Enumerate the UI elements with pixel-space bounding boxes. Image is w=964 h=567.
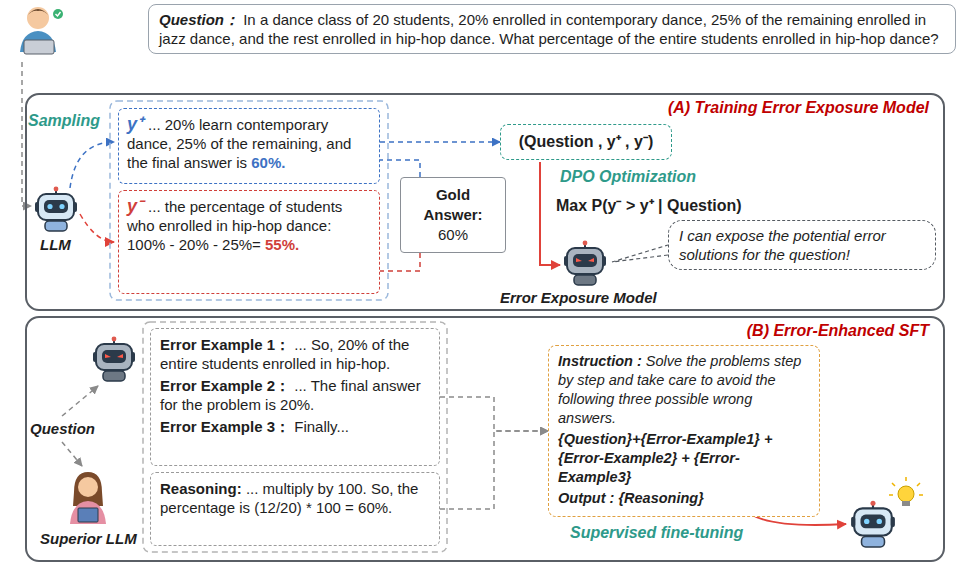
text-line: y⁻... the percentage of students who enr… [127,197,371,254]
superior-llm-icon [78,508,98,522]
text-heading: Error Example 2： [160,377,290,394]
sample-symbol: y⁻ [127,196,143,216]
superior-llm-icon [73,472,103,506]
template-text: {Question}+{Error-Example1} + {Error-Exa… [558,431,772,485]
lightbulb-icon [889,477,923,506]
sample-symbol: y⁺ [127,114,143,134]
lightbulb-icon [902,501,910,506]
text-line: (B) Error-Enhanced SFT [747,322,929,340]
text-line: y⁺... 20% learn contemporary dance, 25% … [127,115,371,172]
sampling-arrows [80,214,114,242]
superior-llm-icon [70,472,106,524]
objective-formula: Max P(y⁻ > y⁺ | Question) [556,194,742,216]
gold-answer-box: Gold Answer: 60% [400,177,506,253]
model-label: Error Exposure Model [500,289,657,306]
text-line: Question：In a dance class of 20 students… [159,10,945,48]
bubble-tail [612,245,668,262]
text-heading: Question： [159,11,239,28]
superior-llm-icon [70,501,106,524]
text-line: (A) Training Error Exposure Model [668,99,929,117]
step-label: Supervised fine-tuning [570,524,743,542]
negative-sample-box: y⁻... the percentage of students who enr… [118,190,380,294]
text-heading: Error Example 1： [160,336,290,353]
example-text: Finally... [294,418,349,435]
sample-group-outline [110,101,388,300]
panel: (A) Training Error Exposure Model y⁺... 2… [25,93,945,311]
model-label: LLM [40,236,71,253]
reasoning-box: Reasoning:... multiply by 100. So, the p… [150,472,440,546]
superior-llm-icon [78,477,98,497]
step-label: DPO Optimization [560,168,696,186]
question-box: Question：In a dance class of 20 students… [148,4,956,54]
pair-text: (Question , y⁺ , y⁻) [519,133,653,150]
answer-value: 55%. [265,236,299,253]
instruction-box: Instruction :Solve the problems step by … [548,345,820,517]
user-icon [20,7,63,54]
user-icon [27,7,49,29]
panel-title: (A) Training Error Exposure Model [668,99,929,116]
connector [380,253,420,271]
preference-pair-box: (Question , y⁺ , y⁻) [500,124,672,160]
sampling-arrows [70,142,114,242]
input-label: Question [30,420,95,437]
user-icon [56,12,61,16]
text-line: Error Example 3：Finally... [160,417,430,436]
sample-text: ... 20% learn contemporary dance, 25% of… [127,116,351,171]
text-line: I can expose the potential error solutio… [679,226,925,264]
connector [380,141,500,143]
sampling-arrows [70,142,114,188]
bubble-tail [612,245,668,262]
text-line: Reasoning:... multiply by 100. So, the p… [160,479,430,517]
error-examples-box: Error Example 1：... So, 20% of the entir… [150,328,440,466]
input-group-outline [143,322,447,552]
llm-robot [35,187,77,231]
text-line: Instruction :Solve the problems step by … [558,352,810,428]
bubble-text: I can expose the potential error solutio… [679,227,886,263]
error-exposure-robot [93,337,135,381]
text-line: 60% [407,225,499,245]
panel-title: (B) Error-Enhanced SFT [747,322,929,339]
model-label: Superior LLM [40,530,137,547]
text-heading: Instruction : [558,353,642,369]
text-line: (Question , y⁺ , y⁻) [509,132,663,151]
connector [380,160,420,177]
question-text: In a dance class of 20 students, 20% enr… [159,11,939,47]
text-heading: Error Example 3： [160,418,290,435]
user-icon [27,9,49,16]
text-line: Gold Answer: [407,185,499,225]
answer-value: 60% [438,226,468,243]
text-heading: Output : [558,490,614,506]
text-line: Error Example 2：... The final answer for… [160,376,430,414]
error-exposure-robot [564,241,606,285]
question-arrows [62,386,98,416]
positive-sample-box: y⁺... 20% learn contemporary dance, 25% … [118,108,380,184]
connector [440,397,548,431]
trained-robot [851,501,895,547]
text-heading: Gold Answer: [423,186,482,223]
panel: (B) Error-Enhanced SFT Error Example 1：..… [25,316,945,562]
text-heading: Reasoning: [160,480,242,497]
step-label: Sampling [28,112,100,130]
text-line: Error Example 1：... So, 20% of the entir… [160,335,430,373]
user-icon [53,9,63,19]
answer-value: 60%. [251,154,285,171]
connector [440,431,548,509]
text-line: Output :{Reasoning} [558,489,810,508]
template-text: {Reasoning} [618,490,703,506]
sample-text: ... the percentage of students who enrol… [127,198,342,253]
speech-bubble: I can expose the potential error solutio… [668,220,936,270]
lightbulb-icon [898,486,914,502]
lightbulb-icon [889,477,923,495]
question-arrows [62,442,82,466]
user-icon [24,40,54,54]
text-line: {Question}+{Error-Example1} + {Error-Exa… [558,430,810,487]
